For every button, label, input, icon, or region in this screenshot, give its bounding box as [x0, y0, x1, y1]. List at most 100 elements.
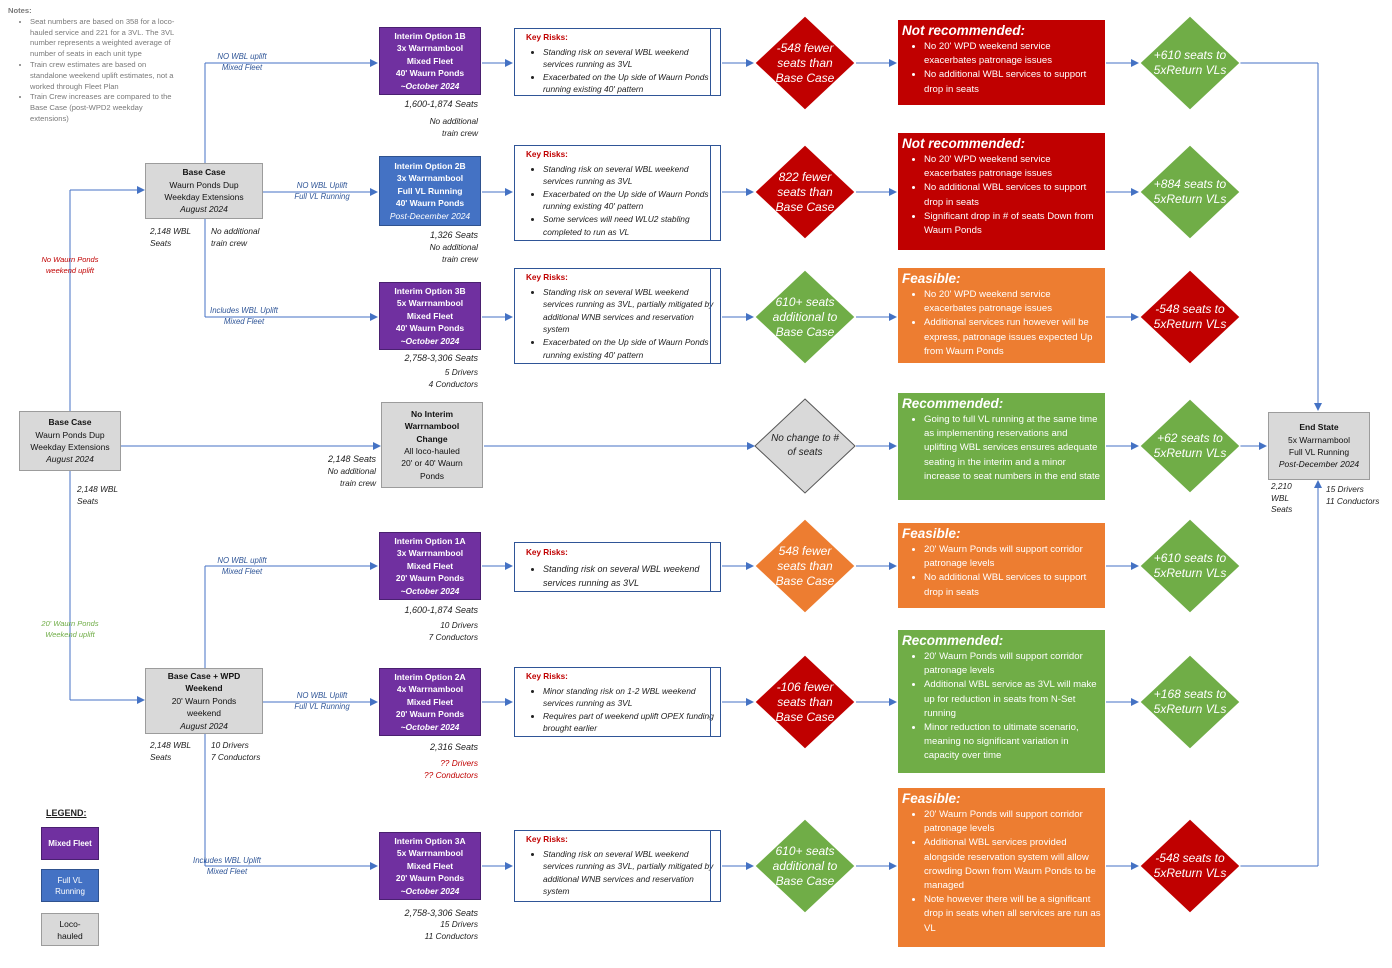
- box-line: Waurn Ponds Dup: [169, 179, 239, 190]
- edge-label-3a: Includes WBL Uplift Mixed Fleet: [193, 856, 261, 876]
- legend-full-vl: Full VL Running: [41, 869, 99, 902]
- note-item: Seat numbers are based on 358 for a loco…: [30, 17, 176, 60]
- edge-label-2b: NO WBL Uplift Full VL Running: [294, 181, 350, 201]
- outcome-point: Going to full VL running at the same tim…: [924, 413, 1101, 484]
- comparison-2a: -106 fewer seats than Base Case: [775, 679, 835, 724]
- box-line: Ponds: [419, 470, 445, 481]
- edge-label-1a: NO WBL uplift Mixed Fleet: [217, 556, 267, 576]
- option-1a-box[interactable]: Interim Option 1A 3x Warrnambool Mixed F…: [379, 532, 481, 600]
- outcome-title: Feasible: [902, 271, 957, 286]
- box-line: 20' or 40' Waurn: [401, 458, 463, 469]
- option-2a-seats: 2,316 Seats: [429, 742, 478, 752]
- option-1b-crew: No additional train crew: [429, 116, 478, 138]
- option-1a-seats: 1,600-1,874 Seats: [404, 605, 478, 615]
- endstate-delta-2a: +168 seats to 5xReturn VLs: [1153, 687, 1227, 716]
- outcome-point: Minor reduction to ultimate scenario, me…: [924, 721, 1101, 764]
- base-upper-seats-label: 2,148 WBL Seats: [150, 226, 192, 248]
- risk-item: Requires part of weekend uplift OPEX fun…: [543, 710, 716, 735]
- box-line: 3x Warrnambool: [396, 43, 464, 54]
- no-change-crew: No additional train crew: [327, 466, 376, 488]
- box-line: Warrnambool: [404, 421, 460, 432]
- endstate-delta-no-change: +62 seats to 5xReturn VLs: [1153, 431, 1227, 460]
- option-1b-box[interactable]: Interim Option 1B 3x Warrnambool Mixed F…: [379, 27, 481, 95]
- edge-label-3b: Includes WBL Uplift Mixed Fleet: [210, 306, 278, 326]
- box-line: 20' Waurn Ponds: [171, 695, 237, 706]
- option-2a-crew: ?? Drivers ?? Conductors: [424, 758, 478, 780]
- box-line: ~October 2024: [400, 721, 460, 732]
- risk-item: Exacerbated on the Up side of Waurn Pond…: [543, 336, 716, 361]
- comparison-diamond-2b: [754, 144, 856, 240]
- box-line: August 2024: [46, 454, 94, 465]
- outcome-title: Not recommended: [902, 136, 1021, 151]
- start-seats-label: 2,148 WBL Seats: [77, 484, 119, 506]
- risk-box-2a: Key Risks: Minor standing risk on 1-2 WB…: [514, 667, 721, 737]
- box-line: August 2024: [180, 720, 228, 731]
- no-change-seats: 2,148 Seats: [327, 454, 376, 464]
- box-line: End State: [1299, 422, 1339, 433]
- outcome-point: 20' Waurn Ponds will support corridor pa…: [924, 650, 1101, 678]
- edge-label-1b: NO WBL uplift Mixed Fleet: [217, 52, 267, 72]
- comparison-diamond-1b: [754, 15, 856, 111]
- endstate-delta-1a: +610 seats to 5xReturn VLs: [1153, 551, 1227, 580]
- option-3a-box[interactable]: Interim Option 3A 5x Warrnambool Mixed F…: [379, 832, 481, 900]
- option-2b-box[interactable]: Interim Option 2B 3x Warrnambool Full VL…: [379, 156, 481, 226]
- option-3b-box[interactable]: Interim Option 3B 5x Warrnambool Mixed F…: [379, 282, 481, 350]
- outcome-point: No 20' WPD weekend service exacerbates p…: [924, 40, 1101, 68]
- endstate-diamond-2a: [1139, 654, 1241, 750]
- legend-label: Mixed Fleet: [48, 839, 92, 848]
- note-item: Train crew estimates are based on standa…: [30, 60, 176, 92]
- legend-label: Loco- hauled: [57, 918, 83, 941]
- outcome-title: Recommended: [902, 633, 999, 648]
- branch-label-upper: No Waurn Ponds weekend uplift: [41, 255, 99, 275]
- option-2b-seats: 1,326 Seats: [429, 230, 478, 240]
- outcome-point: Additional WBL service as 3VL will make …: [924, 678, 1101, 721]
- risk-item: Exacerbated on the Up side of Waurn Pond…: [543, 71, 716, 96]
- outcome-title: Not recommended: [902, 23, 1021, 38]
- box-line: 4x Warrnambool: [396, 684, 464, 695]
- box-line: 40' Waurn Ponds: [395, 68, 465, 79]
- box-line: weekend: [186, 708, 222, 719]
- outcome-1a: Feasible: 20' Waurn Ponds will support c…: [898, 523, 1105, 608]
- box-line: Mixed Fleet: [406, 860, 454, 871]
- end-state-crew: 15 Drivers 11 Conductors: [1326, 484, 1380, 506]
- no-interim-change-box[interactable]: No Interim Warrnambool Change All loco-h…: [381, 402, 483, 488]
- endstate-delta-3b: -548 seats to 5xReturn VLs: [1153, 302, 1227, 331]
- comparison-diamond-2a: [754, 654, 856, 750]
- comparison-diamond-3a: [754, 818, 856, 914]
- risk-item: Standing risk on several WBL weekend ser…: [543, 286, 716, 336]
- outcome-point: Significant drop in # of seats Down from…: [924, 210, 1101, 238]
- risk-box-3a: Key Risks: Standing risk on several WBL …: [514, 830, 721, 902]
- option-2a-box[interactable]: Interim Option 2A 4x Warrnambool Mixed F…: [379, 668, 481, 736]
- endstate-diamond-2b: [1139, 144, 1241, 240]
- option-1a-crew: 10 Drivers 7 Conductors: [428, 620, 478, 642]
- box-line: 3x Warrnambool: [396, 173, 464, 184]
- option-2b-crew: No additional train crew: [429, 242, 478, 264]
- option-1b-seats: 1,600-1,874 Seats: [404, 99, 478, 109]
- end-state-box[interactable]: End State 5x Warrnambool Full VL Running…: [1268, 412, 1370, 480]
- outcome-title: Recommended: [902, 396, 999, 411]
- outcome-3b: Feasible: No 20' WPD weekend service exa…: [898, 268, 1105, 363]
- comparison-3b: 610+ seats additional to Base Case: [772, 294, 838, 339]
- box-line: ~October 2024: [400, 335, 460, 346]
- base-case-wpd-box[interactable]: Base Case + WPD Weekend 20' Waurn Ponds …: [145, 668, 263, 734]
- risk-item: Standing risk on several WBL weekend ser…: [543, 562, 716, 591]
- box-line: August 2024: [180, 204, 228, 215]
- notes-panel: Notes: Seat numbers are based on 358 for…: [8, 6, 176, 125]
- endstate-delta-3a: -548 seats to 5xReturn VLs: [1153, 851, 1227, 880]
- box-line: Weekend: [185, 683, 223, 694]
- endstate-diamond-3b: [1139, 269, 1241, 365]
- risk-title: Key Risks:: [526, 273, 568, 282]
- endstate-diamond-no-change: [1139, 398, 1241, 494]
- box-line: Full VL Running: [397, 185, 463, 196]
- base-case-upper-box[interactable]: Base Case Waurn Ponds Dup Weekday Extens…: [145, 163, 263, 219]
- risk-box-1b: Key Risks: Standing risk on several WBL …: [514, 28, 721, 96]
- comparison-2b: 822 fewer seats than Base Case: [775, 169, 835, 214]
- legend-label: Full VL Running: [55, 875, 85, 896]
- box-line: Interim Option 2B: [394, 160, 466, 171]
- start-base-case-box[interactable]: Base Case Waurn Ponds Dup Weekday Extens…: [19, 411, 121, 471]
- box-line: 40' Waurn Ponds: [395, 198, 465, 209]
- outcome-point: No 20' WPD weekend service exacerbates p…: [924, 288, 1101, 316]
- box-line: ~October 2024: [400, 585, 460, 596]
- box-line: 40' Waurn Ponds: [395, 323, 465, 334]
